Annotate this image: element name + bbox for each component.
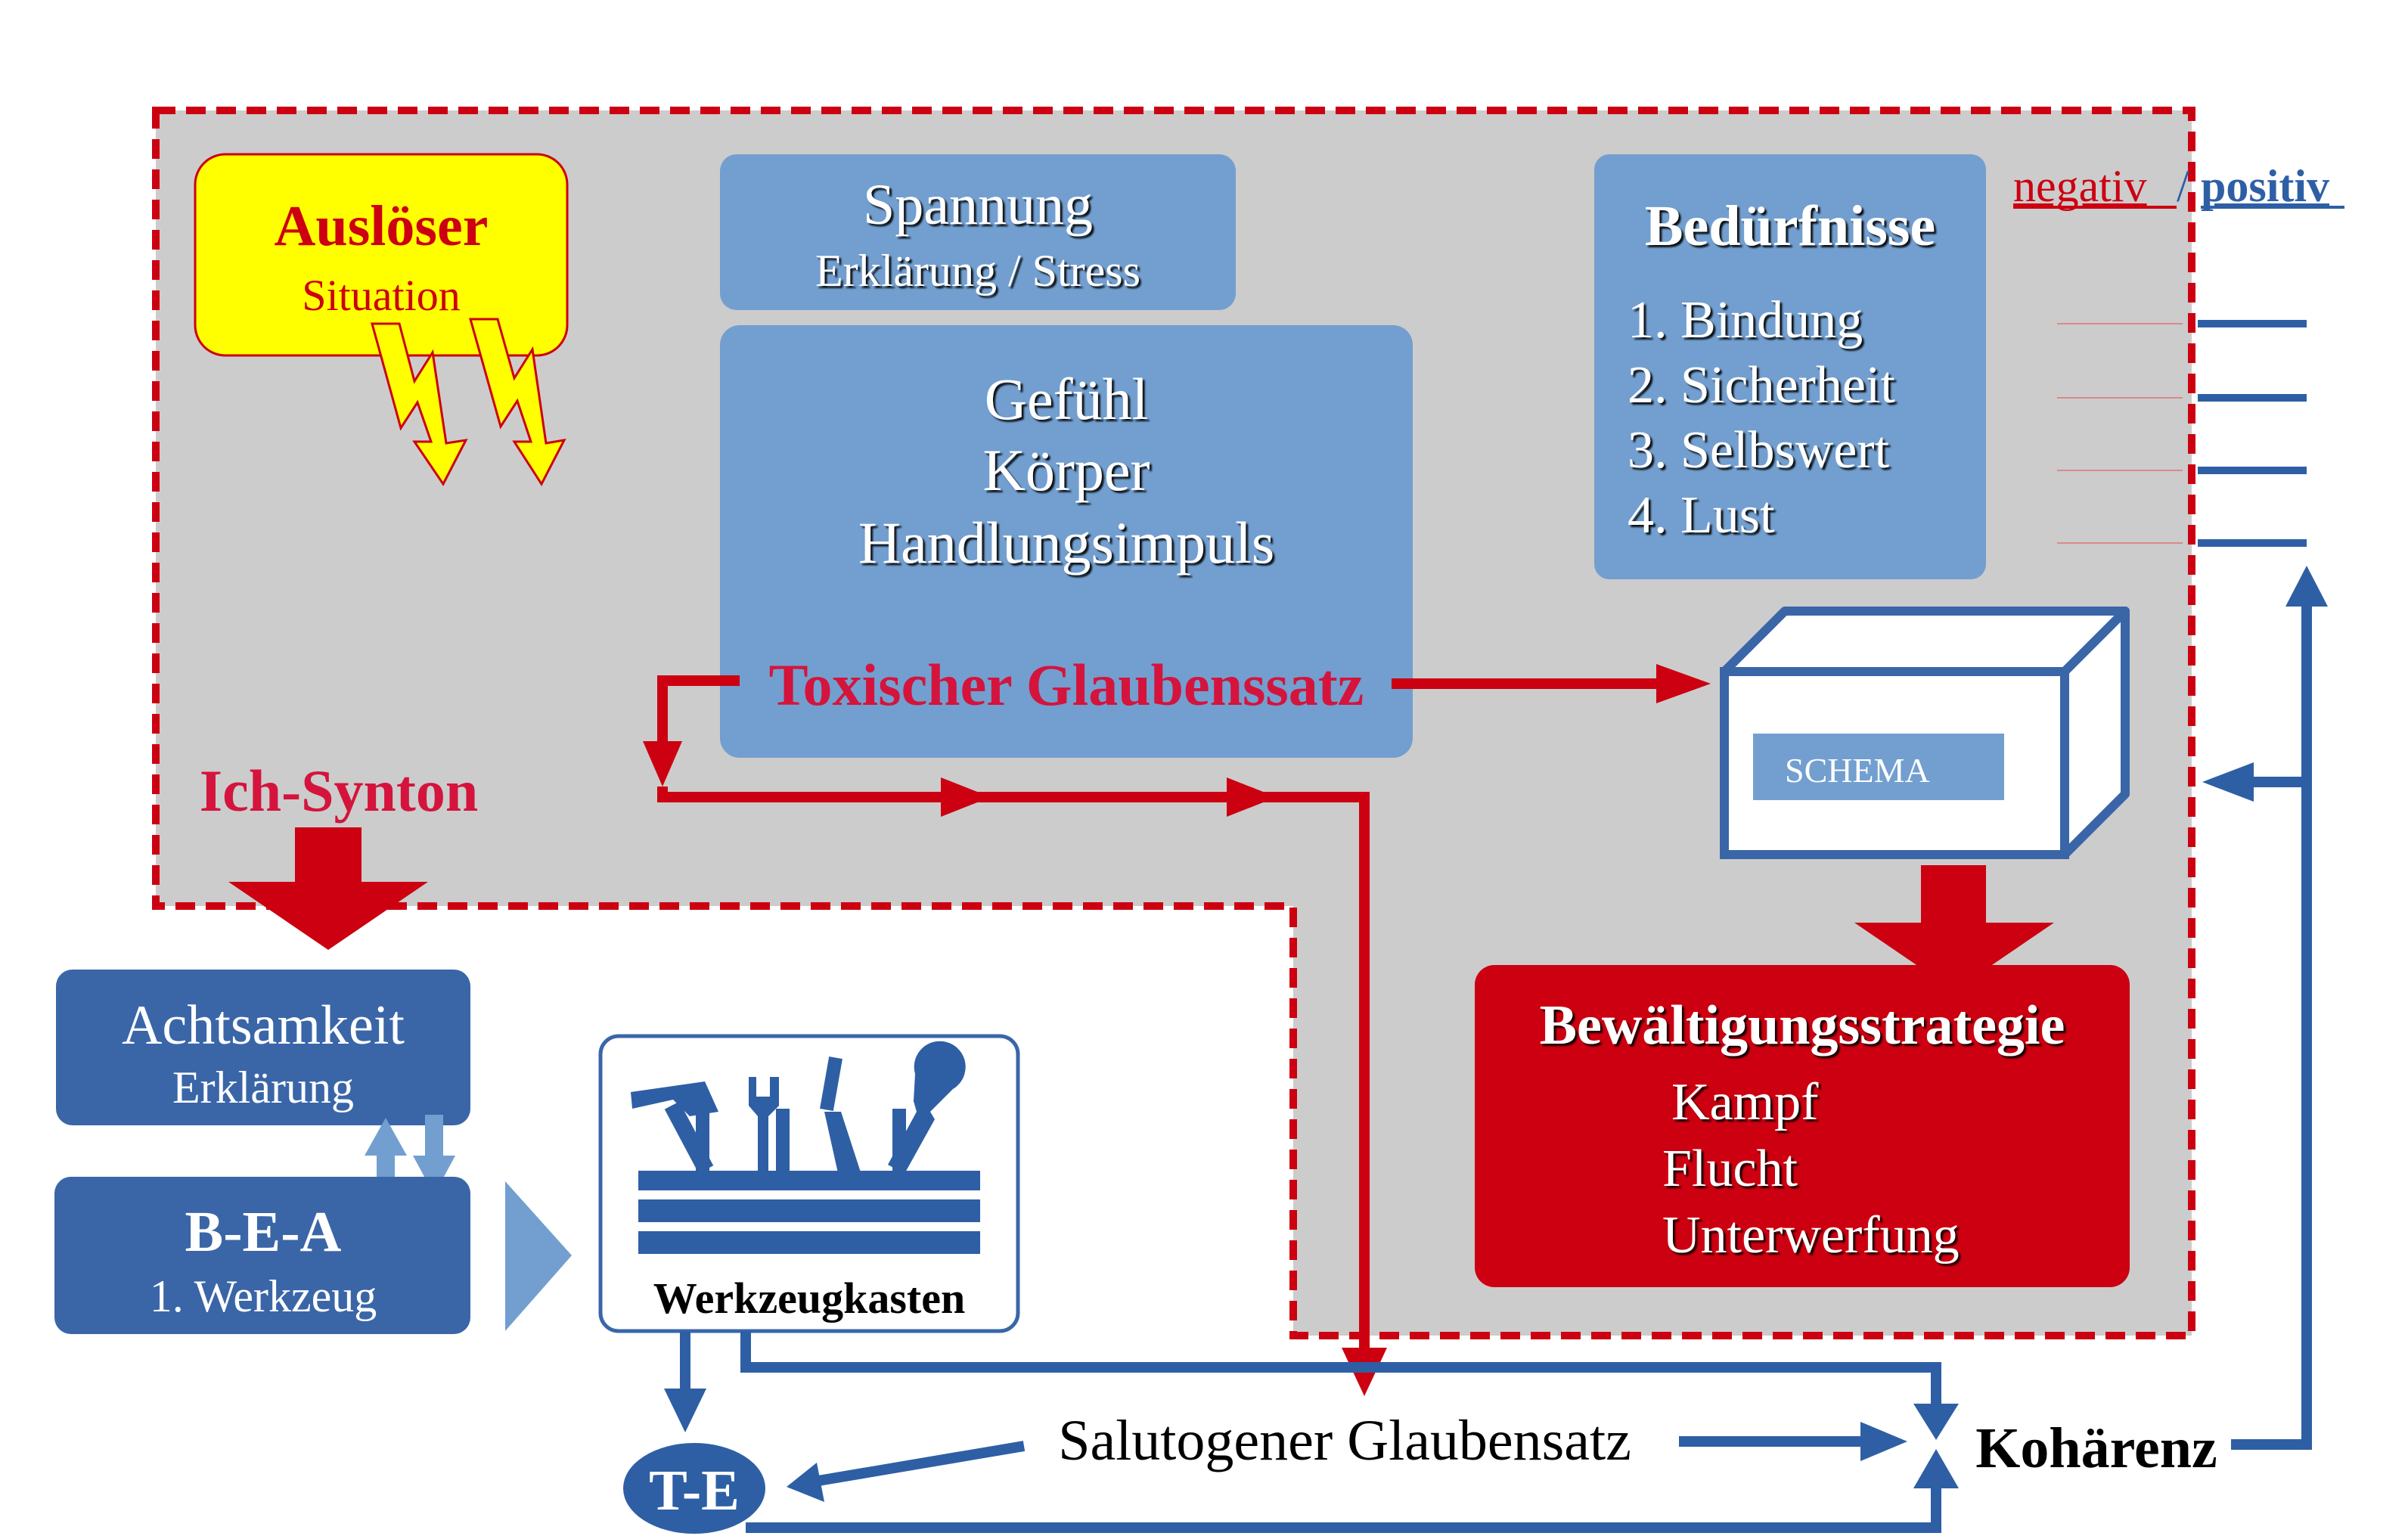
legend: negativ / positiv [2013, 161, 2344, 211]
coping-item-3: Unterwerfung [1662, 1206, 1960, 1264]
toolbox-icon [631, 1041, 980, 1254]
trigger-title: Auslöser [275, 194, 489, 258]
toxic-flow-lines [643, 664, 1711, 1396]
tension-subtitle: Erklärung / Stress [815, 246, 1140, 296]
schema-label: SCHEMA [1785, 751, 1930, 790]
bea-box: B-E-A 1. Werkzeug [54, 1177, 470, 1334]
tension-box: Spannung Erklärung / Stress [720, 154, 1236, 310]
ich-synton-label: Ich-Synton [200, 758, 478, 824]
mindfulness-title: Achtsamkeit [122, 995, 405, 1057]
chevron-right-icon [505, 1181, 572, 1331]
needs-title: Bedürfnisse [1645, 194, 1935, 258]
schema-to-coping-arrow [1854, 865, 2054, 991]
ich-synton-arrow [228, 827, 428, 950]
feeling-line1: Gefühl [985, 366, 1149, 432]
need-level-lines [2057, 320, 2307, 547]
needs-item-1: 1. Bindung [1628, 291, 1863, 349]
te-label: T-E [649, 1459, 740, 1522]
lightning-icon [371, 318, 566, 486]
feeling-box: Gefühl Körper Handlungsimpuls Toxischer … [720, 325, 1413, 758]
coherence-label: Kohärenz [1975, 1417, 2217, 1480]
coping-title: Bewältigungsstrategie [1540, 995, 2065, 1057]
feeling-line2: Körper [983, 437, 1150, 503]
blue-arrowheads [664, 566, 2328, 1502]
coping-box: Bewältigungsstrategie Kampf Flucht Unter… [1475, 965, 2130, 1287]
needs-item-3: 3. Selbswert [1628, 421, 1890, 479]
legend-separator: / [2177, 161, 2189, 211]
coping-item-1: Kampf [1671, 1073, 1819, 1131]
needs-item-4: 4. Lust [1628, 486, 1775, 545]
needs-item-2: 2. Sicherheit [1628, 356, 1895, 414]
tension-title: Spannung [863, 173, 1093, 237]
bea-title: B-E-A [185, 1200, 342, 1264]
toolbox: Werkzeugkasten [598, 1034, 1020, 1333]
legend-positive: positiv [2201, 161, 2329, 211]
bea-subtitle: 1. Werkzeug [150, 1271, 377, 1321]
te-node: T-E [623, 1443, 765, 1534]
schema-cube: SCHEMA [1720, 607, 2130, 859]
feeling-line3: Handlungsimpuls [858, 510, 1274, 576]
mindfulness-subtitle: Erklärung [172, 1063, 354, 1112]
toxic-belief: Toxischer Glaubenssatz [769, 652, 1364, 718]
trigger-subtitle: Situation [302, 271, 460, 320]
mindfulness-box: Achtsamkeit Erklärung [56, 970, 470, 1125]
blue-flow-lines [680, 599, 2312, 1533]
coping-item-2: Flucht [1662, 1140, 1798, 1198]
salutogenic-belief: Salutogener Glaubensatz [1058, 1409, 1631, 1472]
needs-box: Bedürfnisse 1. Bindung 2. Sicherheit 3. … [1594, 154, 1986, 579]
legend-negative: negativ [2013, 161, 2147, 211]
toolbox-label: Werkzeugkasten [653, 1274, 965, 1323]
